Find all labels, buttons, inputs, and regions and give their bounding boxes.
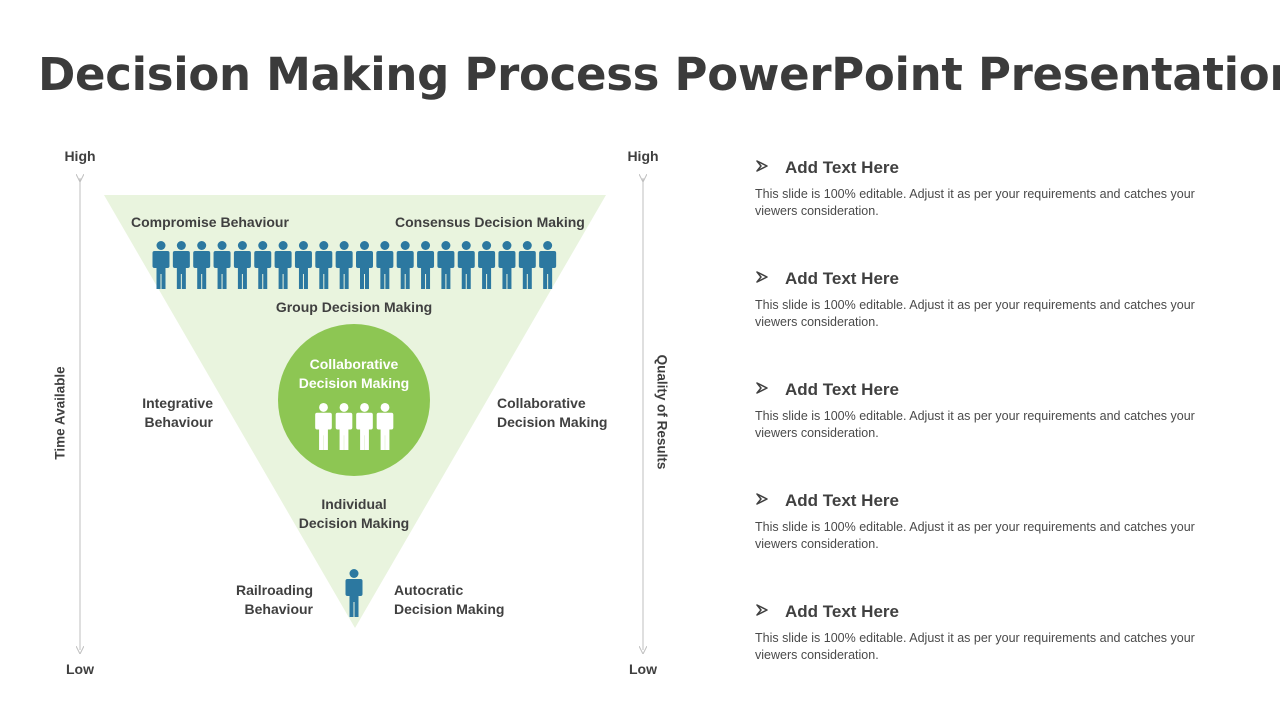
person-icon [457, 241, 475, 289]
label-compromise-behaviour: Compromise Behaviour [131, 214, 289, 230]
points-list: Add Text Here This slide is 100% editabl… [755, 158, 1255, 713]
person-icon [213, 241, 231, 289]
label-collaborative-decision-making: Collaborative Decision Making [497, 395, 608, 430]
person-icon [335, 403, 353, 450]
right-axis-high: High [627, 148, 659, 164]
person-icon [539, 241, 557, 289]
point-body: This slide is 100% editable. Adjust it a… [755, 409, 1195, 440]
arrowhead-bullet-icon [755, 492, 785, 511]
point-heading: Add Text Here [785, 491, 899, 510]
point-heading: Add Text Here [785, 602, 899, 621]
person-icon [518, 241, 536, 289]
circle-people-group [315, 403, 394, 450]
point-heading: Add Text Here [785, 380, 899, 399]
label-group-decision-making: Group Decision Making [275, 299, 433, 315]
left-axis-high: High [64, 148, 96, 164]
person-icon [356, 241, 373, 289]
point-body: This slide is 100% editable. Adjust it a… [755, 187, 1195, 218]
person-icon [315, 241, 333, 289]
label-individual-decision-making: Individual Decision Making [298, 496, 410, 531]
point-item: Add Text Here This slide is 100% editabl… [755, 158, 1255, 269]
point-item: Add Text Here This slide is 100% editabl… [755, 491, 1255, 602]
point-item: Add Text Here This slide is 100% editabl… [755, 269, 1255, 380]
label-integrative-behaviour: Integrative Behaviour [142, 395, 213, 430]
label-railroading-behaviour: Railroading Behaviour [235, 582, 313, 617]
individual-person-icon [345, 569, 363, 617]
point-body: This slide is 100% editable. Adjust it a… [755, 631, 1195, 662]
person-icon [152, 241, 170, 289]
person-icon [254, 241, 272, 289]
arrowhead-bullet-icon [755, 159, 785, 178]
label-circle-collaborative: Collaborative Decision Making [298, 356, 410, 391]
person-icon [315, 403, 332, 450]
label-consensus-decision-making: Consensus Decision Making [395, 214, 585, 230]
person-icon [478, 241, 496, 289]
person-icon [335, 241, 353, 289]
right-axis-title: Quality of Results [654, 354, 670, 470]
point-item: Add Text Here This slide is 100% editabl… [755, 380, 1255, 491]
person-icon [437, 241, 455, 289]
right-axis-low: Low [629, 661, 657, 677]
point-body: This slide is 100% editable. Adjust it a… [755, 298, 1195, 329]
person-icon [233, 241, 251, 289]
page-title: Decision Making Process PowerPoint Prese… [38, 48, 1280, 101]
group-people-row [152, 241, 557, 289]
person-icon [193, 241, 211, 289]
arrowhead-bullet-icon [755, 603, 785, 622]
person-icon [417, 241, 435, 289]
arrowhead-bullet-icon [755, 270, 785, 289]
left-axis-title: Time Available [52, 366, 68, 460]
person-icon [376, 241, 394, 289]
person-icon [274, 241, 292, 289]
person-icon [396, 241, 414, 289]
person-icon [376, 403, 394, 450]
person-icon [498, 241, 516, 289]
person-icon [294, 241, 312, 289]
person-icon [345, 569, 363, 617]
label-autocratic-decision-making: Autocratic Decision Making [394, 582, 505, 617]
collaborative-circle [278, 324, 430, 476]
left-axis-low: Low [66, 661, 94, 677]
point-body: This slide is 100% editable. Adjust it a… [755, 520, 1195, 551]
point-heading: Add Text Here [785, 269, 899, 288]
person-icon [356, 403, 373, 450]
point-item: Add Text Here This slide is 100% editabl… [755, 602, 1255, 713]
arrowhead-bullet-icon [755, 381, 785, 400]
point-heading: Add Text Here [785, 158, 899, 177]
person-icon [172, 241, 190, 289]
